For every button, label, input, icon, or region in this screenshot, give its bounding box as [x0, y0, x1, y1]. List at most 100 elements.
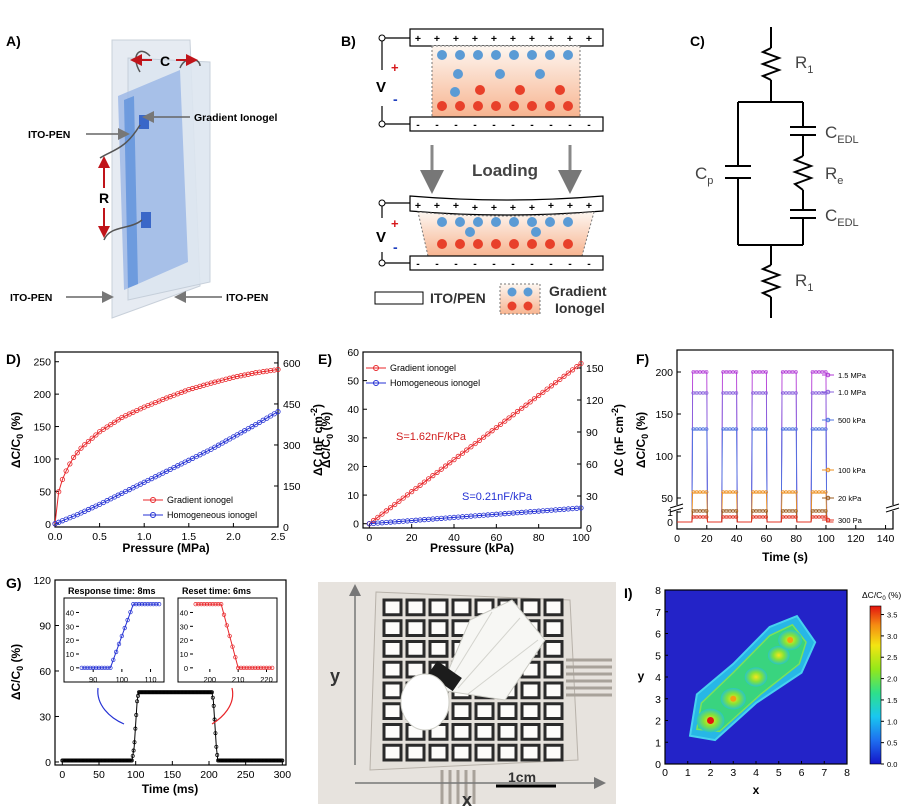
data-point	[527, 399, 533, 405]
data-point	[464, 447, 470, 453]
data-point	[793, 391, 798, 395]
panel-label-e: E)	[318, 351, 332, 367]
x-tick-label: 20	[406, 532, 418, 544]
charge-minus: -	[416, 119, 420, 131]
data-point	[823, 370, 828, 374]
y-tick-label: 200	[655, 367, 673, 379]
sensor-pixel	[451, 743, 472, 762]
x-tick-label: 3	[730, 767, 736, 779]
y2-tick-label: 30	[586, 491, 598, 503]
y-tick-label: 0	[353, 519, 359, 531]
data-point	[264, 368, 270, 374]
panel-label-b: B)	[341, 33, 356, 49]
ylabel-f: ΔC/C0 (%)	[634, 412, 650, 468]
data-point	[400, 495, 406, 501]
data-point	[569, 367, 576, 373]
colorbar	[869, 605, 882, 765]
data-point	[253, 370, 259, 376]
panel-label-g: G)	[6, 575, 22, 591]
legend-label-f: 100 kPa	[838, 466, 866, 475]
legend-ion-neg-2	[523, 287, 533, 297]
activation-peak-high	[787, 637, 794, 644]
panel-label-a: A)	[6, 33, 21, 49]
x-tick-label: 0	[59, 769, 65, 781]
x-tick-label: 150	[164, 769, 182, 781]
data-point	[271, 367, 277, 373]
data-point	[442, 463, 449, 469]
inset-point	[102, 665, 107, 670]
colorbar-tick-label: 2.0	[887, 675, 897, 684]
legend-marker	[825, 389, 831, 395]
cation	[545, 101, 555, 111]
colorbar-tick-label: 3.5	[887, 611, 897, 620]
cation	[509, 239, 519, 249]
data-point	[227, 375, 233, 381]
colorbar-label: ΔC/C0 (%)	[862, 590, 901, 602]
data-point	[497, 421, 504, 427]
data-point	[97, 429, 103, 435]
inset-y-tick-label: 20	[66, 636, 74, 645]
sensor-pixel	[543, 743, 564, 762]
inset-point	[244, 665, 249, 670]
data-point	[100, 426, 106, 432]
sensor-pixel	[543, 723, 564, 741]
charge-minus: -	[511, 258, 515, 270]
data-point	[472, 440, 478, 447]
wire-c-left	[135, 50, 151, 73]
legend-gradient-e: Gradient ionogel	[390, 363, 456, 373]
inset-point	[122, 625, 127, 631]
charge-plus: +	[453, 33, 459, 45]
y-tick-label: 50	[661, 493, 673, 505]
label-plus-2: +	[391, 216, 399, 231]
inset-point	[134, 602, 139, 607]
anion	[455, 50, 465, 60]
colorbar-tick-label: 3.0	[887, 632, 897, 641]
sensor-pixel	[405, 619, 426, 637]
label-v2: V	[376, 229, 386, 246]
inset-point	[111, 657, 116, 663]
data-point	[434, 469, 440, 476]
inset-point	[213, 602, 218, 607]
cation	[473, 101, 483, 111]
x-tick-label: 50	[93, 769, 105, 781]
anion	[509, 217, 519, 227]
data-point	[553, 380, 559, 386]
sensor-pixel	[497, 723, 518, 741]
charge-plus: +	[434, 200, 440, 212]
y-tick-label: 0	[667, 517, 673, 529]
scale-bar-label: 1cm	[508, 769, 536, 785]
data-point	[793, 509, 798, 513]
data-point	[548, 383, 554, 389]
y-tick-label: 50	[39, 486, 51, 498]
legend-marker-homogeneous	[150, 512, 156, 518]
y-tick-label: 4	[655, 672, 661, 684]
annotation-s-gradient: S=1.62nF/kPa	[396, 431, 467, 443]
axis-break-right-bg	[887, 505, 899, 511]
pulse-series	[677, 491, 834, 523]
data-point	[574, 364, 580, 370]
inset-point	[105, 665, 110, 670]
inset-point	[219, 602, 224, 607]
y-tick-label: 60	[347, 347, 359, 359]
y2-tick-label: 150	[283, 481, 301, 493]
cation	[527, 239, 537, 249]
annotation-s-homogeneous: S=0.21nF/kPa	[462, 491, 533, 503]
data-point	[823, 509, 828, 513]
data-point	[561, 373, 567, 379]
panel-b: B) ++++++++++ ---------- V + - Loading +…	[341, 28, 607, 316]
cation	[437, 239, 447, 249]
panel-c: C) R1 CEDL Cp Re CEDL R1	[690, 27, 859, 318]
data-point	[536, 392, 542, 399]
sensor-pixel	[382, 619, 403, 637]
y-tick-label: 0	[45, 519, 51, 531]
sensor-pixel	[543, 702, 564, 720]
data-point	[764, 515, 768, 519]
series-line	[369, 507, 582, 525]
data-point	[793, 515, 798, 519]
charge-plus: +	[510, 202, 516, 214]
data-point	[823, 515, 828, 519]
axis-break-right-1	[885, 503, 900, 509]
anion	[473, 50, 483, 60]
